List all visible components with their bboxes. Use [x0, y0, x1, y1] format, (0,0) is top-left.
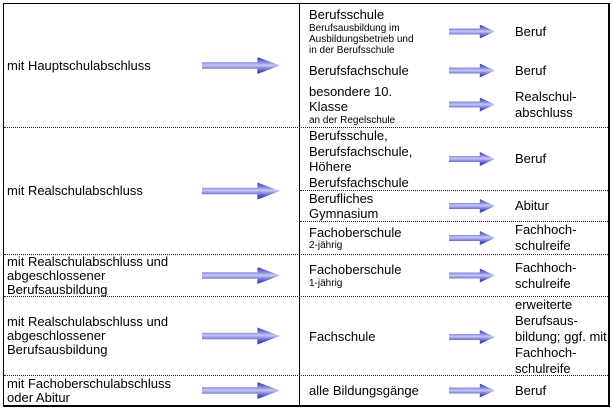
group-row-realschul-berufsausbildung-1: mit Realschulabschluss und abgeschlossen… [4, 254, 608, 296]
outcome-label: Fachhoch- schulreife [515, 222, 577, 253]
arrow-cell [449, 222, 498, 254]
paths-area: alle Bildungsgänge Beruf [300, 376, 608, 405]
entry-label: mit Realschulabschluss und abgeschlossen… [7, 314, 169, 357]
school-cell: Berufsschule, Berufsfachschule, Höhere B… [300, 128, 449, 190]
arrow-cell [449, 376, 498, 405]
arrow-cell [449, 297, 498, 377]
path-row: Fachschule erweiterte Berufsaus- bildung… [300, 297, 608, 377]
outcome-cell: Abitur [498, 191, 608, 221]
outcome-label: Beruf [515, 62, 547, 78]
arrow-right-icon [449, 152, 495, 166]
arrow-right-icon [449, 24, 495, 39]
outcome-label: Beruf [515, 382, 547, 398]
arrow-cell [449, 4, 498, 59]
outcome-label: Beruf [515, 151, 547, 166]
entry-cell: mit Realschulabschluss und abgeschlossen… [4, 253, 300, 297]
group-row-fachoberschulabschluss-abitur: mit Fachoberschulabschluss oder Abitur a… [4, 375, 608, 405]
outcome-cell: Realschul- abschluss [498, 82, 608, 127]
path-row: Fachoberschule 1-jährig Fachhoch- schulr… [300, 255, 608, 296]
school-cell: Fachoberschule 1-jährig [300, 255, 449, 296]
school-label: alle Bildungsgänge [309, 382, 419, 398]
school-note: Berufsausbildung im Ausbildungsbetrieb u… [309, 22, 414, 56]
school-cell: Berufsschule Berufsausbildung im Ausbild… [300, 4, 449, 59]
outcome-label: erweiterte Berufsaus- bildung; ggf. mit … [515, 297, 607, 376]
arrow-right-icon [202, 327, 280, 345]
school-label: Fachschule [309, 329, 376, 345]
arrow-right-icon [449, 231, 495, 245]
arrow-right-icon [449, 330, 495, 344]
paths-area: Berufsschule Berufsausbildung im Ausbild… [300, 4, 608, 127]
school-label: Berufliches Gymnasium [309, 190, 379, 222]
school-label: Berufsschule [309, 7, 385, 23]
arrow-right-icon [449, 97, 495, 112]
path-row: Berufsschule, Berufsfachschule, Höhere B… [300, 128, 608, 190]
arrow-cell [449, 255, 498, 296]
school-label: Berufsschule, Berufsfachschule, Höhere B… [309, 128, 413, 190]
school-note: 2-jährig [309, 240, 343, 252]
outcome-label: Realschul- abschluss [515, 88, 577, 120]
arrow-cell [449, 191, 498, 221]
paths-area: Fachoberschule 1-jährig Fachhoch- schulr… [300, 255, 608, 296]
entry-label: mit Hauptschulabschluss [7, 57, 151, 73]
school-label: Fachoberschule [309, 224, 402, 240]
school-label: Berufsfachschule [309, 62, 409, 78]
paths-area: Fachschule erweiterte Berufsaus- bildung… [300, 297, 608, 377]
outcome-cell: erweiterte Berufsaus- bildung; ggf. mit … [498, 297, 608, 377]
entry-cell: mit Realschulabschluss [4, 128, 300, 254]
entry-cell: mit Hauptschulabschluss [4, 4, 300, 127]
arrow-cell [449, 59, 498, 82]
group-row-realschulabschluss: mit Realschulabschluss Berufsschule, Ber… [4, 127, 608, 254]
outcome-cell: Beruf [498, 128, 608, 190]
outcome-cell: Fachhoch- schulreife [498, 222, 608, 254]
entry-label: mit Realschulabschluss [7, 183, 143, 198]
arrow-right-icon [202, 182, 280, 200]
entry-label: mit Realschulabschluss und abgeschlossen… [7, 253, 169, 297]
school-label: besondere 10. Klasse [309, 83, 393, 115]
school-cell: Berufliches Gymnasium [300, 190, 449, 222]
school-label: Fachoberschule [309, 262, 402, 278]
arrow-cell [449, 128, 498, 190]
group-row-realschul-berufsausbildung-2: mit Realschulabschluss und abgeschlossen… [4, 296, 608, 377]
school-cell: Berufsfachschule [300, 59, 449, 82]
education-table: mit Hauptschulabschluss Berufsschule Ber… [3, 3, 610, 407]
school-cell: besondere 10. Klasse an der Regelschule [300, 82, 449, 127]
path-row: Berufsfachschule Beruf [300, 59, 608, 82]
school-cell: Fachschule [300, 297, 449, 377]
path-row: Fachoberschule 2-jährig Fachhoch- schulr… [300, 221, 608, 254]
arrow-right-icon [449, 63, 495, 78]
outcome-cell: Beruf [498, 59, 608, 82]
outcome-label: Fachhoch- schulreife [515, 259, 577, 291]
entry-label: mit Fachoberschulabschluss oder Abitur [7, 375, 172, 405]
entry-cell: mit Realschulabschluss und abgeschlossen… [4, 297, 300, 375]
entry-cell: mit Fachoberschulabschluss oder Abitur [4, 376, 300, 405]
arrow-right-icon [202, 267, 280, 284]
outcome-cell: Beruf [498, 376, 608, 405]
outcome-label: Abitur [515, 198, 549, 213]
school-cell: alle Bildungsgänge [300, 376, 449, 405]
arrow-right-icon [202, 57, 280, 74]
outcome-label: Beruf [515, 23, 547, 39]
group-row-hauptschulabschluss: mit Hauptschulabschluss Berufsschule Ber… [4, 4, 608, 127]
path-row: Berufsschule Berufsausbildung im Ausbild… [300, 4, 608, 59]
path-row: besondere 10. Klasse an der Regelschule … [300, 82, 608, 127]
arrow-cell [449, 82, 498, 127]
outcome-cell: Beruf [498, 4, 608, 59]
school-note: an der Regelschule [309, 114, 396, 126]
path-row: Berufliches Gymnasium Abitur [300, 190, 608, 221]
arrow-right-icon [449, 383, 495, 398]
path-row: alle Bildungsgänge Beruf [300, 376, 608, 405]
arrow-right-icon [449, 268, 495, 283]
school-cell: Fachoberschule 2-jährig [300, 222, 449, 254]
outcome-cell: Fachhoch- schulreife [498, 255, 608, 296]
arrow-right-icon [202, 382, 280, 399]
arrow-right-icon [449, 199, 495, 213]
school-note: 1-jährig [309, 277, 343, 289]
paths-area: Berufsschule, Berufsfachschule, Höhere B… [300, 128, 608, 254]
